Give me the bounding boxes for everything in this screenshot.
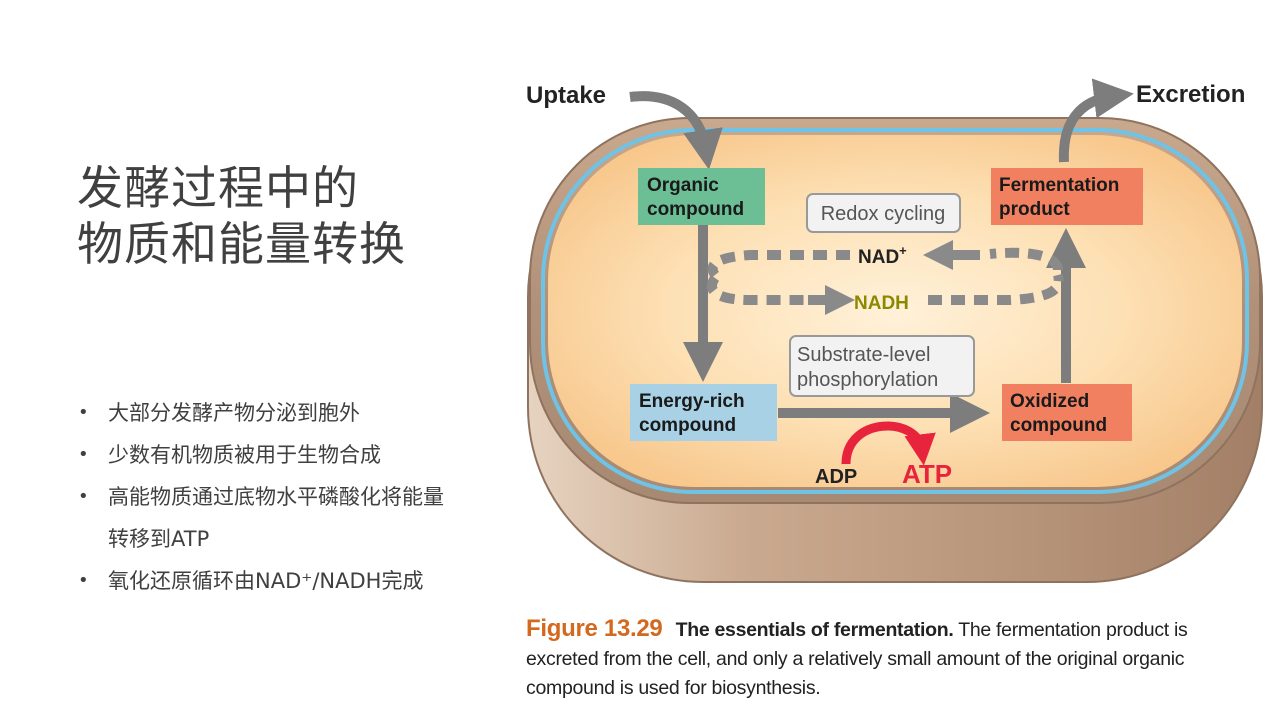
bullet-dot-icon: • (78, 444, 89, 465)
uptake-arrow-icon (629, 91, 723, 170)
bullet-text: 高能物质通过底物水平磷酸化将能量 (108, 485, 444, 509)
excretion-arrow-icon (1058, 78, 1134, 163)
redox-dashed-top-right (989, 247, 1063, 271)
redox-dashed-bottom-left (706, 275, 810, 305)
nadh-label: NADH (854, 293, 909, 314)
oxidized-label-line2: compound (1010, 415, 1107, 436)
bullet-dot-icon: • (78, 402, 89, 423)
fermentation-diagram: Uptake Excretion NAD+ NADH Redox cycling… (526, 78, 1263, 583)
redox-cycling-label: Redox cycling (821, 203, 946, 225)
energy-rich-compound-box (630, 384, 777, 441)
organic-compound-box (638, 168, 765, 225)
redox-dashed-top-left (707, 250, 850, 279)
energy-label-line2: compound (639, 415, 736, 436)
oxidized-compound-box (1002, 384, 1132, 441)
redox-loop (706, 240, 1064, 315)
atp-label: ATP (902, 459, 952, 489)
figure-number: Figure 13.29 (526, 615, 663, 642)
title-line-1: 发酵过程中的 (77, 161, 359, 215)
caption-lead: The essentials of fermentation. (675, 619, 954, 641)
title-line-2: 物质和能量转换 (77, 217, 406, 271)
bullet-text: 少数有机物质被用于生物合成 (108, 443, 381, 467)
bullet-item: • 高能物质通过底物水平磷酸化将能量 (78, 476, 518, 518)
redox-cycling-box (806, 193, 961, 233)
uptake-label: Uptake (526, 82, 606, 109)
ferment-label-line1: Fermentation (999, 175, 1119, 196)
bullet-text: 大部分发酵产物分泌到胞外 (108, 401, 360, 425)
oxidized-label-line1: Oxidized (1010, 391, 1089, 412)
bullet-item: • 氧化还原循环由NAD⁺/NADH完成 (78, 560, 518, 602)
slide-title: 发酵过程中的 物质和能量转换 (77, 160, 406, 272)
bullet-continuation: 转移到ATP (78, 518, 518, 560)
substrate-phosphorylation-box (789, 335, 975, 397)
caption-text: The fermentation product is excreted fro… (526, 619, 1188, 699)
bullet-item: • 大部分发酵产物分泌到胞外 (78, 392, 518, 434)
bullet-list: • 大部分发酵产物分泌到胞外 • 少数有机物质被用于生物合成 • 高能物质通过底物水平… (78, 392, 518, 602)
substrate-label-line2: phosphorylation (797, 369, 938, 391)
organic-label-line2: compound (647, 199, 744, 220)
figure-caption: Figure 13.29 The essentials of fermentat… (526, 614, 1246, 703)
substrate-label-line1: Substrate-level (797, 344, 930, 366)
ferment-label-line2: product (999, 199, 1070, 220)
energy-label-line1: Energy-rich (639, 391, 745, 412)
adp-to-atp-arrow-icon (841, 421, 936, 466)
bullet-text: 转移到ATP (108, 527, 210, 551)
bullet-item: • 少数有机物质被用于生物合成 (78, 434, 518, 476)
bullet-text: 氧化还原循环由NAD⁺/NADH完成 (108, 569, 424, 593)
bullet-dot-icon: • (78, 486, 89, 507)
nad-label: NAD+ (858, 243, 907, 268)
redox-dashed-bottom-right (928, 273, 1064, 305)
adp-label: ADP (815, 466, 857, 488)
bullet-dot-icon: • (78, 570, 89, 591)
organic-label-line1: Organic (647, 175, 719, 196)
cell-membrane (541, 128, 1249, 494)
excretion-label: Excretion (1136, 81, 1245, 108)
fermentation-product-box (991, 168, 1143, 225)
